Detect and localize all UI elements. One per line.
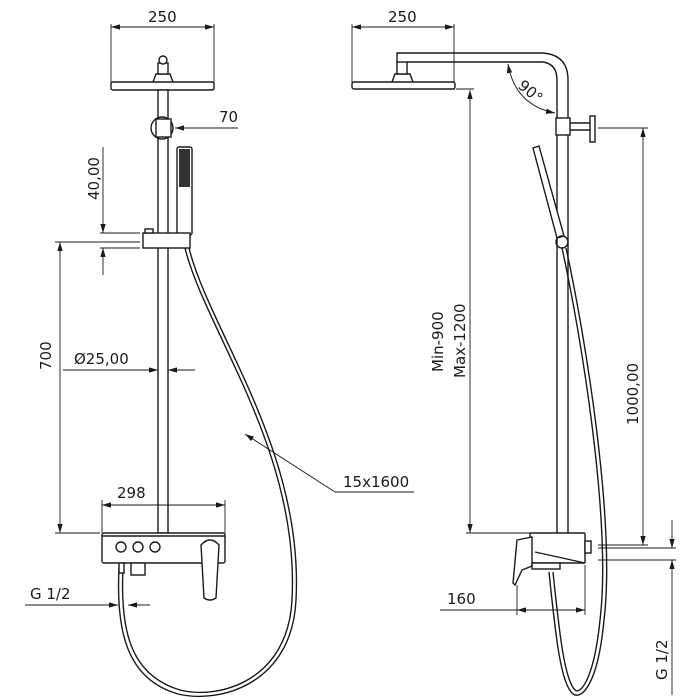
height-range-dimension: Min-900 Max-1200 bbox=[429, 88, 556, 534]
height-700-label: 700 bbox=[37, 341, 55, 370]
hose-callout: 15x1600 bbox=[244, 433, 414, 493]
hose-outline bbox=[117, 247, 298, 698]
pole-diameter-label: Ø25,00 bbox=[74, 350, 129, 368]
bracket-height-label: 1000,00 bbox=[624, 363, 642, 425]
angle-annotation: 90° bbox=[506, 63, 556, 114]
riser-pole bbox=[157, 89, 169, 534]
side-mixer-lever bbox=[512, 536, 533, 587]
shower-arm bbox=[396, 52, 569, 533]
side-shower-head bbox=[351, 61, 456, 90]
side-view: 250 90° Min-900 Max-1 bbox=[351, 8, 676, 696]
side-inlet-thread-label: G 1/2 bbox=[653, 639, 671, 680]
wall-bracket: 70 bbox=[150, 108, 238, 140]
arm-angle-label: 90° bbox=[514, 76, 546, 107]
front-inlet-thread-label: G 1/2 bbox=[30, 585, 71, 603]
side-head-width-label: 250 bbox=[388, 8, 417, 26]
hose-spec-label: 15x1600 bbox=[343, 473, 409, 491]
mixer-lever bbox=[200, 539, 220, 601]
shower-head bbox=[110, 55, 215, 91]
side-hose bbox=[552, 247, 604, 692]
side-inlet-dimension: G 1/2 bbox=[598, 520, 676, 695]
height-max-label: Max-1200 bbox=[451, 303, 469, 378]
mixer-depth-label: 160 bbox=[447, 590, 476, 608]
side-wall-bracket bbox=[555, 115, 596, 143]
side-head-width-dimension: 250 bbox=[351, 8, 455, 90]
side-hand-shower bbox=[532, 145, 569, 249]
inlet-thread-dimension: G 1/2 bbox=[25, 585, 150, 608]
hand-shower bbox=[142, 146, 193, 249]
mixer-width-label: 298 bbox=[117, 484, 146, 502]
shower-arm-inner bbox=[407, 61, 558, 533]
bracket-offset-label: 70 bbox=[219, 108, 238, 126]
side-hose-outline bbox=[548, 247, 608, 696]
pole-diameter-dimension: Ø25,00 bbox=[63, 350, 195, 373]
front-view: 250 70 40,00 bbox=[25, 8, 414, 698]
hose bbox=[121, 247, 294, 694]
head-width-dimension: 250 bbox=[110, 8, 215, 90]
height-700-dimension: 700 bbox=[37, 241, 140, 534]
mixer-width-dimension: 298 bbox=[101, 484, 226, 533]
height-min-label: Min-900 bbox=[429, 311, 447, 372]
bracket-height-dimension: 1000,00 bbox=[598, 127, 648, 546]
side-mixer bbox=[512, 532, 592, 587]
slider-height-label: 40,00 bbox=[85, 157, 103, 200]
thermostatic-mixer bbox=[101, 532, 226, 601]
slider-height-dimension: 40,00 bbox=[85, 147, 140, 275]
front-head-width-label: 250 bbox=[148, 8, 177, 26]
mixer-depth-dimension: 160 bbox=[440, 565, 586, 615]
